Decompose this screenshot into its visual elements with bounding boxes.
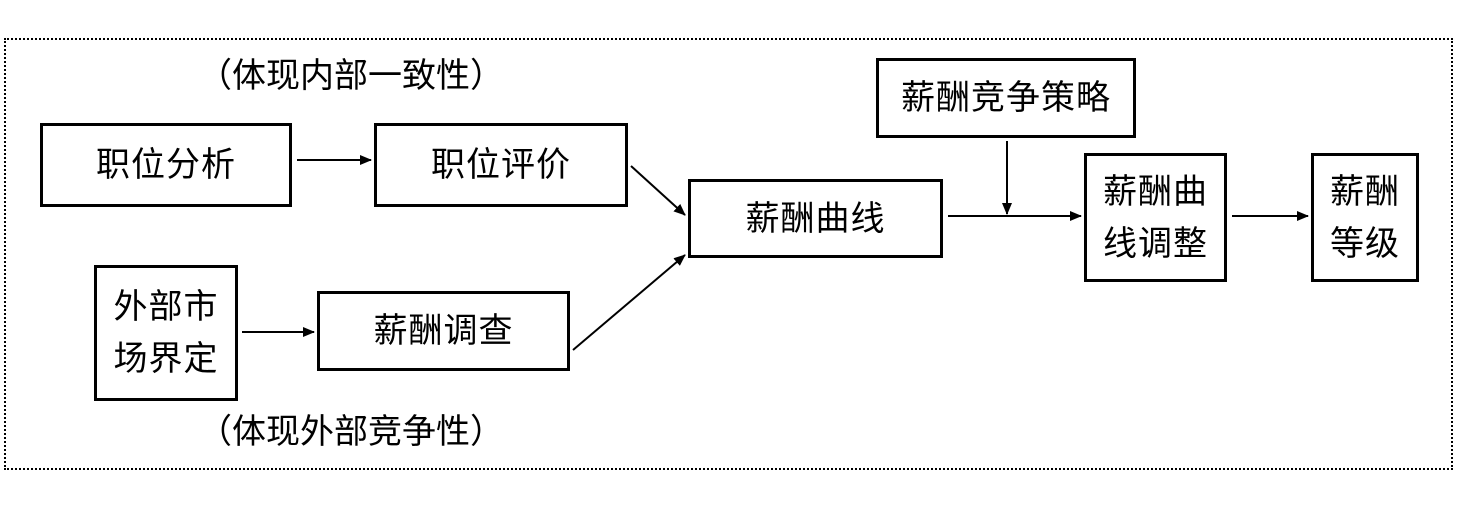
curve-adjustment-box: 薪酬曲 线调整	[1084, 153, 1227, 282]
salary-survey-box: 薪酬调查	[317, 291, 570, 371]
salary-curve-box: 薪酬曲线	[688, 179, 943, 258]
external-market-label-line1: 外部市	[113, 287, 219, 327]
salary-strategy-label: 薪酬竞争策略	[901, 78, 1111, 118]
salary-curve-label: 薪酬曲线	[745, 198, 886, 239]
curve-adjustment-label-line1: 薪酬曲	[1103, 171, 1208, 212]
job-evaluation-box: 职位评价	[374, 123, 628, 207]
external-market-box: 外部市 场界定	[94, 265, 238, 401]
job-analysis-box: 职位分析	[40, 123, 292, 207]
external-market-label-line2: 场界定	[113, 339, 219, 379]
external-competitiveness-note: （体现外部竞争性）	[198, 412, 504, 452]
dotted-frame	[4, 38, 1453, 470]
salary-grade-label-line1: 薪酬	[1330, 171, 1400, 212]
curve-adjustment-label-line2: 线调整	[1103, 223, 1208, 264]
arrow-evaluation-to-curve	[630, 165, 686, 216]
salary-survey-label: 薪酬调查	[373, 311, 514, 351]
internal-consistency-note: （体现内部一致性）	[198, 56, 504, 96]
job-analysis-label: 职位分析	[96, 145, 236, 185]
salary-strategy-box: 薪酬竞争策略	[876, 58, 1136, 138]
job-evaluation-label: 职位评价	[431, 145, 571, 185]
salary-grade-label-line2: 等级	[1330, 223, 1400, 264]
arrow-survey-to-curve	[572, 254, 686, 351]
salary-grade-box: 薪酬 等级	[1311, 153, 1419, 282]
